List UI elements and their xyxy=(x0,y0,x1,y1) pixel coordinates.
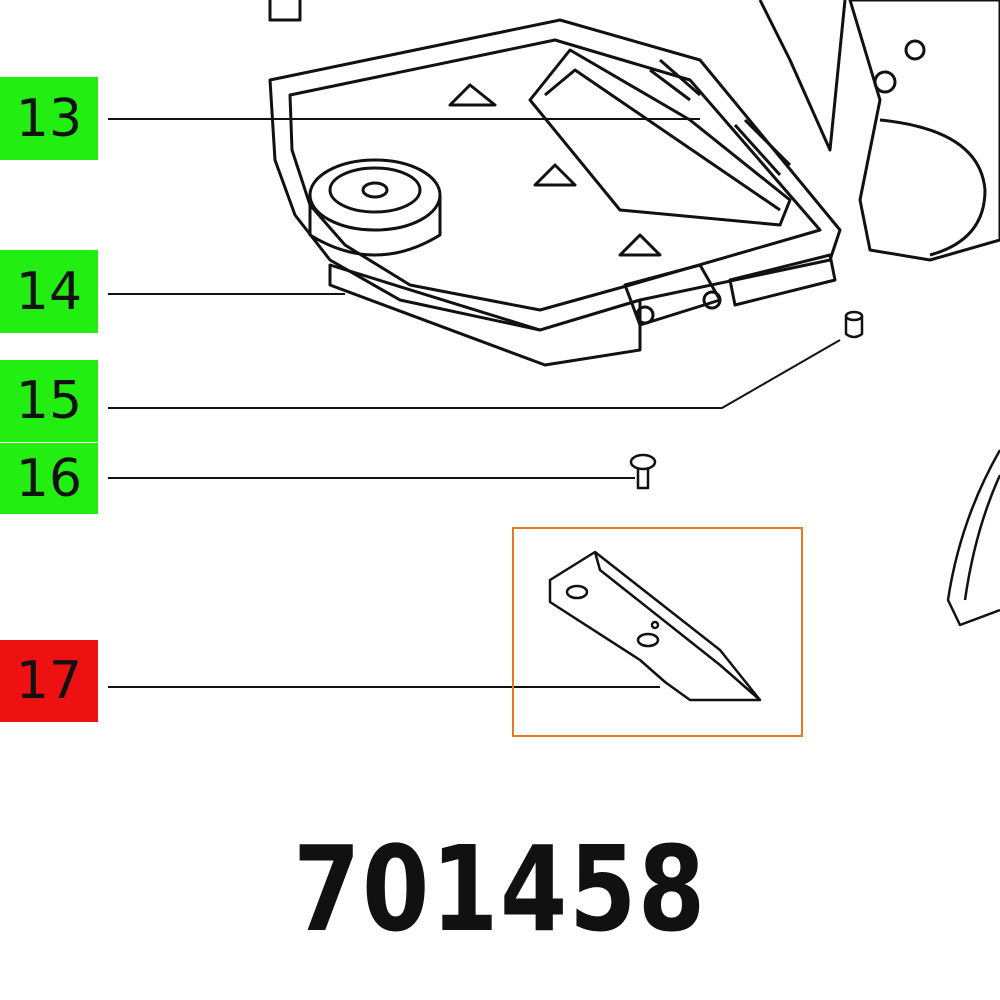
saw-table-assembly xyxy=(268,0,1000,367)
callout-15[interactable]: 15 xyxy=(0,360,98,442)
callout-number: 14 xyxy=(15,261,83,322)
part-17-guide-rail xyxy=(548,550,762,702)
part-number: 701458 xyxy=(293,820,707,958)
part-15-pin xyxy=(844,310,864,339)
callout-number: 17 xyxy=(15,651,83,711)
leader-line-15 xyxy=(108,339,841,409)
callout-16[interactable]: 16 xyxy=(0,443,98,514)
callout-17[interactable]: 17 xyxy=(0,640,98,722)
callout-13[interactable]: 13 xyxy=(0,77,98,160)
callout-number: 15 xyxy=(15,371,83,431)
callout-number: 16 xyxy=(15,448,83,509)
callout-number: 13 xyxy=(15,88,83,149)
highlight-box xyxy=(512,527,803,737)
callout-14[interactable]: 14 xyxy=(0,250,98,333)
part-16-screw xyxy=(629,453,657,490)
angle-scale-fragment xyxy=(946,449,1000,627)
